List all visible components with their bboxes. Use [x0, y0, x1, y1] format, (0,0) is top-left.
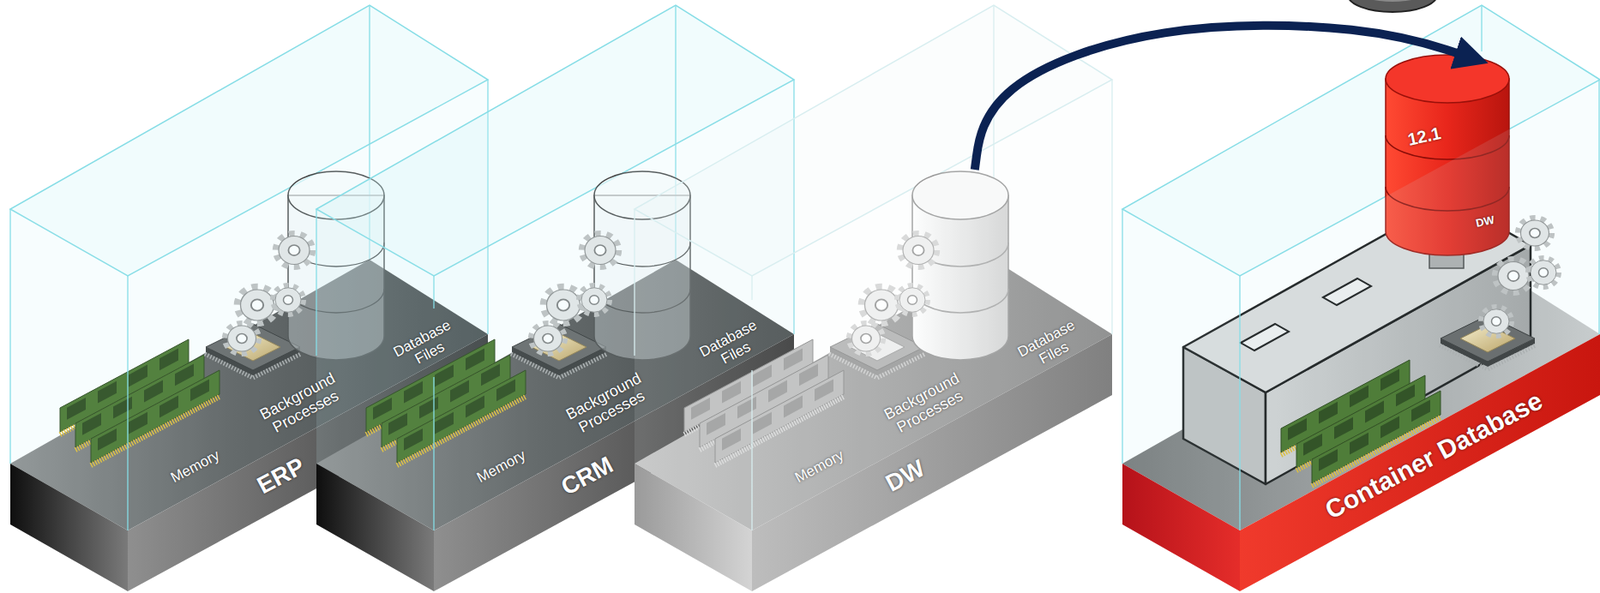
dw-platform-illustration	[634, 5, 1113, 592]
container-platform-illustration	[1385, 54, 1510, 103]
memory-label: Memory	[166, 446, 224, 488]
container-platform-illustration	[1239, 276, 1240, 531]
database-files-cylinder: Database Files	[912, 169, 1009, 362]
container-platform-illustration	[1239, 79, 1600, 531]
erp-platform-illustration	[126, 276, 128, 531]
container-platform-illustration	[1480, 5, 1482, 52]
dw-platform-illustration	[751, 370, 752, 531]
pluggable-database-cylinder-text: DW	[1473, 214, 1497, 231]
flow-arrow	[974, 25, 1462, 170]
top-disk-fragment	[1347, 0, 1438, 13]
crm-platform-illustration	[433, 377, 434, 531]
container-platform-illustration	[1122, 5, 1600, 592]
dw-platform-illustration	[751, 276, 752, 301]
background-processes-label: Background Processes	[560, 368, 656, 441]
database-platform-text: CRM	[555, 451, 620, 502]
memory-label: Memory	[472, 446, 530, 488]
container-database-platform-text: Container Database	[1313, 382, 1554, 529]
background-processes-label: Background Processes	[254, 368, 349, 441]
background-processes-label: Background Processes	[878, 368, 974, 441]
container-platform-illustration	[1598, 79, 1600, 335]
container-database-platform: Container Database 12.1DW	[1112, 0, 1600, 593]
pluggable-database-cylinder: 12.1DW	[1385, 54, 1510, 256]
database-platform-text: DW	[880, 455, 932, 500]
top-disk-fragment	[1347, 0, 1438, 13]
crm-platform-illustration	[433, 276, 434, 309]
database-platform-text: ERP	[251, 452, 311, 501]
dw-platform-illustration	[634, 209, 752, 531]
database-platform: DW Database Files	[624, 0, 1113, 593]
database-files-cylinder-text: Database Files	[694, 316, 770, 378]
database-files-cylinder-text: Database Files	[388, 316, 464, 378]
dw-platform-illustration	[633, 209, 635, 356]
crm-platform-illustration	[316, 5, 794, 592]
dw-platform-illustration	[1111, 79, 1113, 335]
database-files-cylinder: Database Files	[594, 169, 691, 362]
database-files-cylinder-text: Database Files	[1012, 316, 1089, 378]
database-files-cylinder: Database Files	[288, 169, 385, 362]
container-platform-illustration	[1121, 209, 1123, 464]
pluggable-database-cylinder-text: 12.1	[1403, 123, 1445, 151]
top-disk-fragment	[1358, 0, 1427, 2]
database-platform: ERP Database Files	[0, 0, 489, 593]
database-platform: CRM Database Files	[306, 0, 795, 593]
erp-platform-illustration	[9, 209, 11, 464]
crm-platform-illustration	[316, 5, 794, 592]
crm-platform-illustration	[315, 209, 317, 356]
memory-label: Memory	[790, 446, 849, 488]
dw-platform-illustration	[751, 79, 1113, 531]
container-platform-illustration	[1122, 209, 1240, 531]
